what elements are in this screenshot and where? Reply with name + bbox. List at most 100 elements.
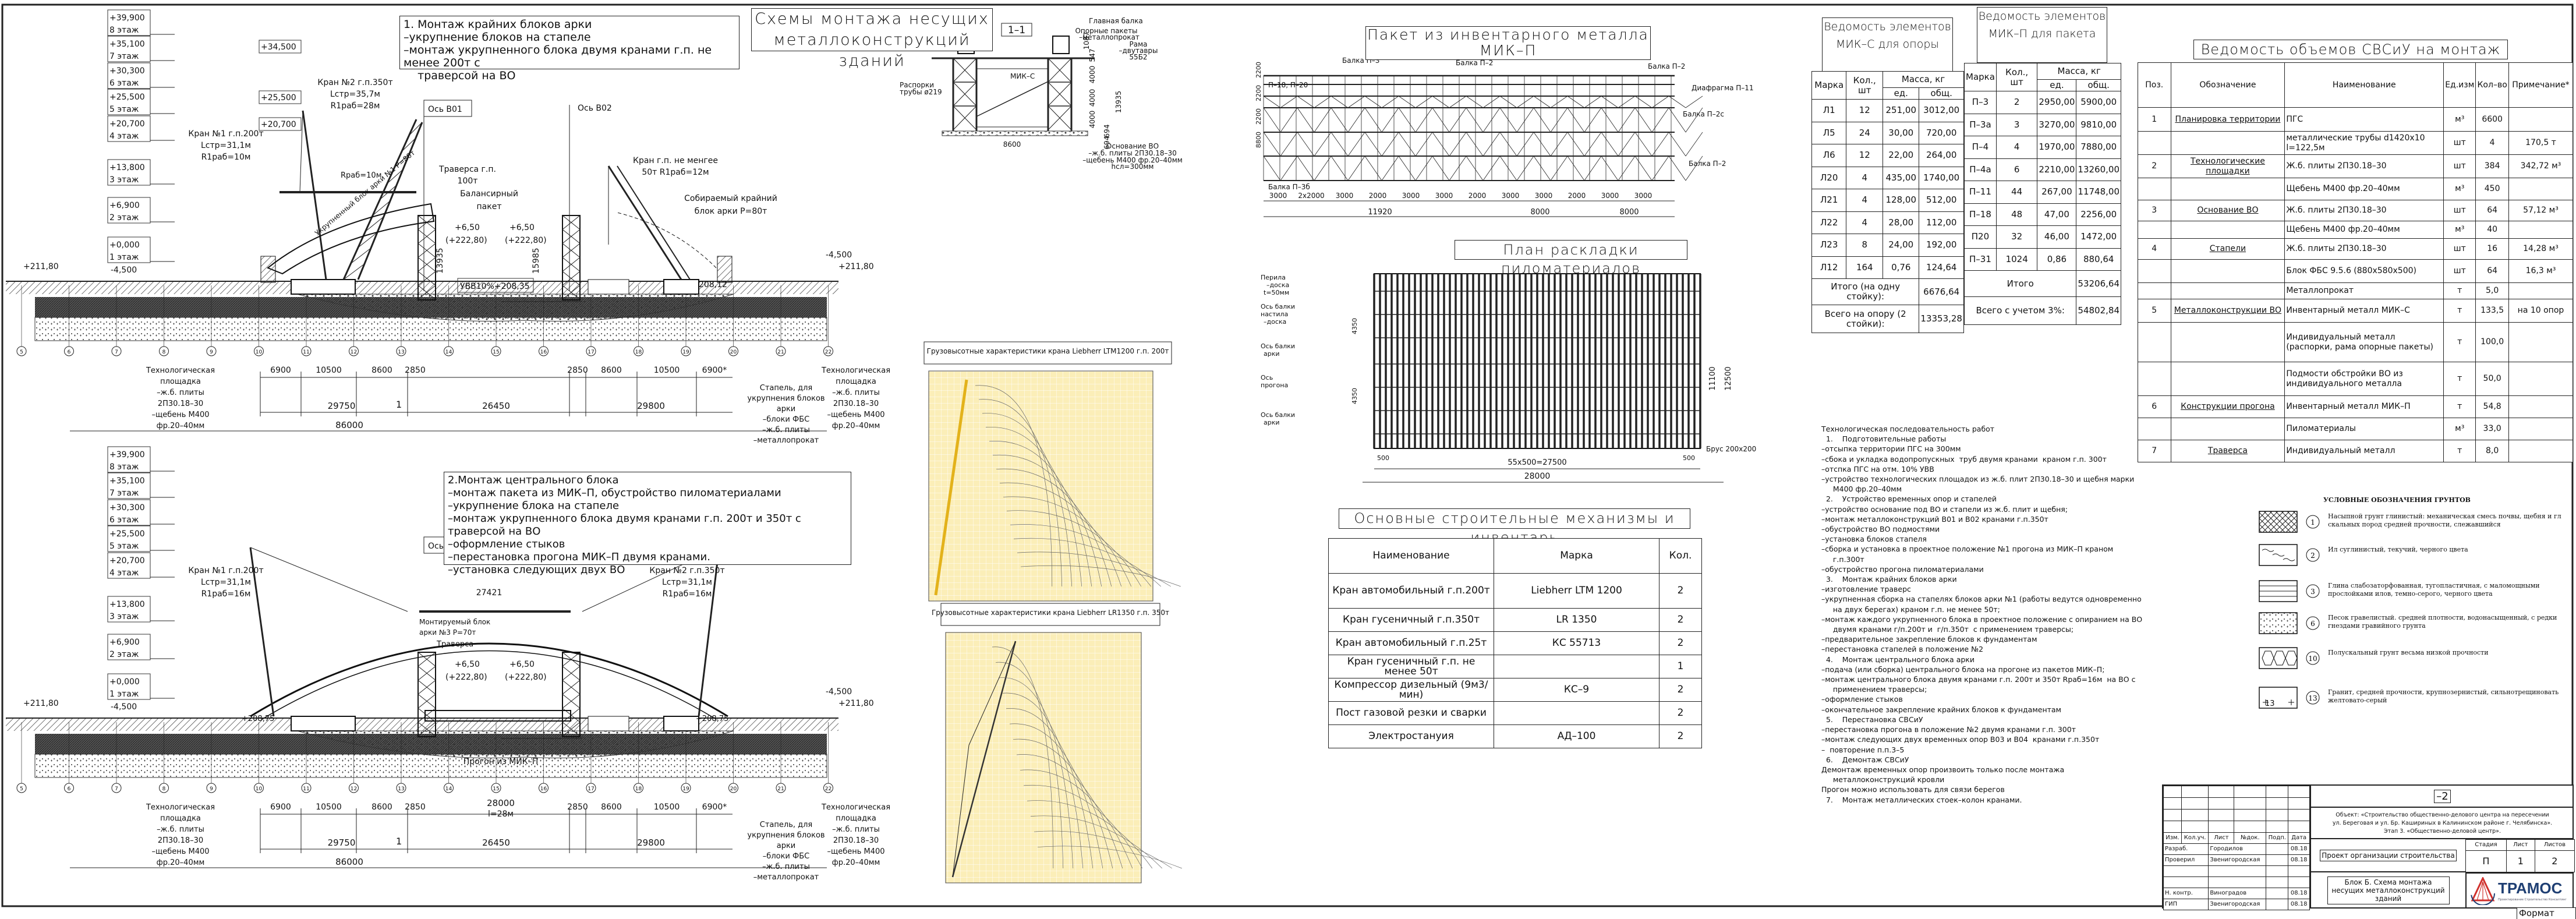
mass-total: 512,00: [1919, 189, 1964, 212]
axis-bubble: [776, 346, 786, 356]
plan-dimension: 500: [1683, 454, 1695, 462]
svc-name: Индивидуальный металл: [2284, 440, 2444, 462]
person-name: Звенигородская: [2208, 854, 2267, 866]
svc-note: на 10 опор: [2508, 299, 2574, 323]
revision-col-header: №док.: [2234, 832, 2267, 844]
tech-step-line: –обустройство ВО подмостями: [1821, 525, 1940, 534]
level-floor: 2 этаж: [109, 650, 139, 659]
truss-diagonal: [1381, 96, 1399, 108]
axis-number: 9: [210, 786, 213, 792]
arch-full: [250, 642, 728, 717]
boom-lacing: [387, 169, 404, 184]
tower-brace: [417, 229, 436, 244]
truss-diagonal: [1634, 96, 1653, 108]
object-line: Этап 3. «Общественно-деловой центр».: [2384, 828, 2501, 835]
mass-unit: 0,86: [2037, 248, 2077, 271]
svc-name: Ж.б. плиты 2П30.18–30: [2284, 200, 2444, 221]
truss-diagonal: [1449, 155, 1467, 181]
revision-row: [2163, 786, 2310, 798]
dimension-value: 10500: [654, 803, 680, 812]
table-row: Индивидуальный металл (распорки, рама оп…: [2138, 322, 2574, 362]
tech-step-line: Демонтаж временных опор произвоить тольк…: [1821, 765, 2065, 774]
svc-designation: [2170, 131, 2285, 155]
axis-bubble: [396, 346, 406, 356]
truss-diagonal: [1482, 132, 1501, 157]
grand-total-value: 13353,28: [1919, 305, 1964, 333]
svc-qty: 6600: [2475, 107, 2509, 132]
axis-number: 7: [115, 786, 118, 792]
truss-diagonal: [1550, 107, 1568, 133]
package-label: Балка П–2: [1648, 62, 1685, 70]
truss-diagonal: [1567, 107, 1585, 133]
level-mark-box: [107, 525, 151, 552]
section-dimension: 4000: [1088, 66, 1096, 84]
plan-label: –доска: [1266, 281, 1289, 289]
tower-brace: [562, 243, 581, 258]
truss-diagonal: [1651, 96, 1669, 108]
tower-brace: [562, 722, 581, 737]
revision-col-header: Изм.: [2163, 832, 2182, 844]
tech-step-line: Технологическая последовательность работ: [1821, 425, 1995, 433]
axis-label-box: [423, 100, 472, 117]
mass-total: 720,00: [1919, 121, 1964, 144]
tower-brace: [562, 666, 581, 681]
axis-number: 7: [115, 349, 118, 355]
soil-number-circle: [2306, 584, 2320, 598]
empty-cell: [2288, 786, 2310, 798]
signature-row: [2163, 865, 2310, 877]
svc-pos: [2138, 131, 2171, 155]
support-base: [942, 130, 1088, 136]
dimension-value: 6900: [270, 366, 291, 375]
package-dimension: 2000: [1469, 192, 1487, 200]
dimension-value: 8600: [601, 366, 622, 375]
package-label: Балка П–2: [1456, 59, 1493, 67]
axis-bubble: [254, 783, 264, 793]
riverbed: [296, 294, 734, 322]
axis-bubble: [159, 346, 169, 356]
truss-diagonal: [1516, 107, 1534, 133]
axis-bubble: [586, 783, 596, 793]
level-value: +20,700: [261, 120, 296, 129]
svc-unit: шт: [2443, 259, 2476, 283]
load-curve: [1009, 723, 1103, 869]
pad-note: –щебень М400: [151, 847, 209, 856]
height-dimension: 15985: [532, 248, 541, 274]
crane-boom: [934, 379, 968, 596]
tower-brace: [562, 285, 581, 300]
load-curve: [1013, 538, 1161, 587]
level-floor: 1 этаж: [109, 690, 139, 699]
truss-diagonal: [1685, 107, 1703, 133]
dimension-value: 8600: [601, 803, 622, 812]
svc-designation: Технологические площадки: [2170, 154, 2285, 178]
assembled-block-label: Собираемый крайний: [684, 194, 777, 203]
revision-row: [2163, 797, 2310, 810]
sand-layer: [34, 317, 827, 341]
load-curve: [996, 468, 1112, 587]
empty-cell: [2266, 821, 2289, 833]
section-label: Основание ВО: [1106, 142, 1159, 150]
axis-bubble: [111, 783, 122, 793]
col-mass: Масса, кг: [1883, 71, 1964, 88]
load-curve: [1027, 800, 1153, 869]
tech-step-line: 2. Устройство временных опор и стапелей: [1821, 494, 1997, 504]
level-value: +0,000: [109, 241, 140, 250]
truss-diagonal: [1482, 96, 1501, 108]
empty-cell: [2234, 786, 2267, 798]
svc-unit: шт: [2443, 238, 2476, 260]
level-mark-box: [107, 89, 151, 115]
note-line: –укрупнение блоков на стапеле: [404, 31, 591, 44]
axis-bubble: [681, 346, 691, 356]
truss-diagonal: [1651, 155, 1669, 181]
truss-diagonal: [1668, 132, 1686, 157]
svc-qty: 450: [2475, 178, 2509, 200]
svc-name: Ж.б. плиты 2П30.18–30: [2284, 154, 2444, 178]
svc-pos: 7: [2138, 440, 2171, 462]
level-value: +30,300: [109, 503, 145, 512]
axis-b01-label: Ось В01: [428, 105, 462, 114]
section-dimension: 1087: [1082, 32, 1091, 50]
boom-lacing: [372, 200, 391, 216]
crawler-crane-body: [291, 716, 356, 731]
mounted-block-label: Монтируемый блок: [419, 618, 490, 626]
svc-header: Примечание*: [2508, 62, 2574, 108]
